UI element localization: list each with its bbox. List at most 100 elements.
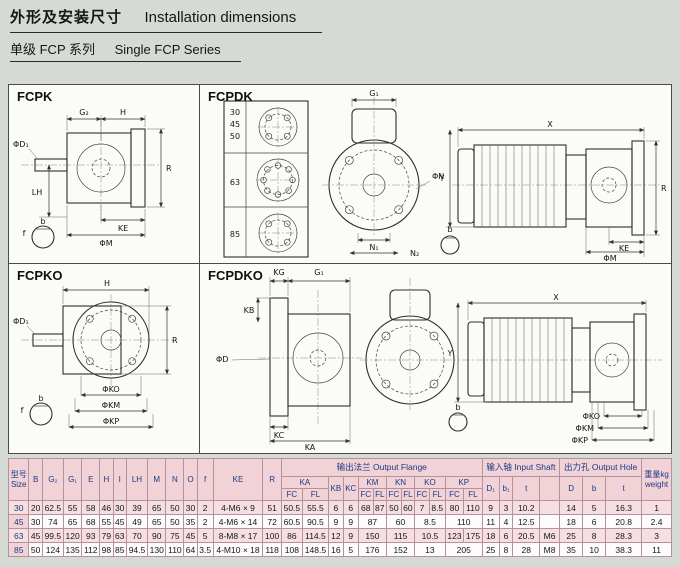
series-subtitle: 单级 FCP 系列 Single FCP Series (10, 39, 241, 62)
col-header-fl: FL (428, 488, 446, 501)
table-cell: 2 (196, 500, 214, 515)
table-cell: 25 (481, 542, 500, 557)
col-header-fl: FL (372, 488, 387, 501)
fcpko-dim-kp: ΦKP (103, 417, 120, 426)
table-cell: 94.5 (125, 542, 148, 557)
table-cell: 55 (62, 500, 83, 515)
table-cell: 35 (559, 542, 584, 557)
table-cell: 2.4 (641, 514, 672, 529)
table-cell: 50 (165, 514, 185, 529)
col-header-d1: D₁ (481, 476, 500, 501)
fcpko-dim-r: R (172, 336, 178, 345)
table-cell: 50 (165, 500, 185, 515)
col-group-input-shaft: 输入轴 Input Shaft (481, 458, 561, 477)
panel-fcpk: FCPK G₂ H R (8, 84, 200, 264)
col-header-ko: KO (414, 476, 446, 489)
col-header-size: 型号 Size (7, 458, 30, 501)
col-header-r: R (262, 458, 282, 501)
table-cell: 20.5 (512, 528, 540, 543)
page-title: 外形及安装尺寸 Installation dimensions (10, 6, 323, 33)
fcpdk-dim-g1: G₁ (369, 89, 378, 98)
table-cell: 13 (414, 542, 446, 557)
col-header-b: b (582, 476, 607, 501)
panel-fcpdk-title: FCPDK (208, 89, 253, 104)
table-cell: 110 (165, 542, 185, 557)
table-cell: 45 (28, 528, 43, 543)
fcpdko-dim-km: ΦKM (576, 424, 595, 433)
table-cell: 115 (385, 528, 416, 543)
col-header-t: t (512, 476, 540, 501)
table-cell: 110 (463, 500, 483, 515)
table-cell: 68 (81, 514, 101, 529)
flange-option-63: 63 (230, 178, 240, 187)
col-header: B (28, 458, 43, 501)
col-header-fc: FC (357, 488, 374, 501)
table-cell: 60 (400, 500, 416, 515)
table-cell: 30 (112, 500, 127, 515)
table-cell: 3 (498, 500, 514, 515)
table-cell: 6 (327, 500, 344, 515)
table-cell: 16 (327, 542, 344, 557)
table-cell: 1 (641, 500, 672, 515)
table-cell: 87 (357, 514, 387, 529)
table-cell: 130 (146, 542, 167, 557)
table-cell: 28 (512, 542, 540, 557)
table-cell: 150 (357, 528, 387, 543)
table-cell: 93 (81, 528, 101, 543)
col-group-output-flange: 输出法兰 Output Flange (280, 458, 483, 477)
fcpko-dim-km: ΦKM (102, 401, 121, 410)
fcpdko-dim-b: b (455, 403, 460, 412)
col-header: I (112, 458, 127, 501)
fcpk-dim-f: f (23, 229, 26, 238)
col-header: LH (125, 458, 148, 501)
table-cell: 9 (342, 528, 359, 543)
table-cell (538, 500, 561, 515)
flange-option-45: 45 (230, 120, 240, 129)
col-header-ke: KE (212, 458, 264, 501)
table-cell (538, 514, 561, 529)
table-cell: 3.5 (196, 542, 214, 557)
table-cell: 64 (183, 542, 198, 557)
table-cell: 85 (112, 542, 127, 557)
flange-option-50: 50 (230, 132, 240, 141)
table-cell: 5 (582, 500, 607, 515)
table-cell: 4 (498, 514, 514, 529)
table-cell: 74 (41, 514, 64, 529)
table-cell: 175 (463, 528, 483, 543)
col-header-kp: KP (444, 476, 483, 489)
table-cell: 18 (559, 514, 584, 529)
fcpdko-dim-kg: KG (273, 268, 284, 277)
table-cell: 8.5 (428, 500, 446, 515)
table-cell: M6 (538, 528, 561, 543)
fcpko-drawing: H ΦD₁ R ΦKO ΦKM ΦKP b f (13, 279, 178, 429)
table-cell: 55 (99, 514, 114, 529)
fcpk-drawing: G₂ H R LH KE ΦM ΦD₁ b f (13, 108, 172, 249)
col-group-output-hole: 出力孔 Output Hole (559, 458, 643, 477)
table-cell: 148.5 (301, 542, 329, 557)
series-subtitle-en: Single FCP Series (114, 42, 221, 57)
table-cell: M8 (538, 542, 561, 557)
table-cell: 11 (481, 514, 500, 529)
table-cell: 50.5 (280, 500, 303, 515)
fcpdk-dim-n2: N₂ (410, 249, 419, 258)
table-cell: 10.2 (512, 500, 540, 515)
fcpko-dim-ko: ΦKO (102, 385, 119, 394)
series-subtitle-cn: 单级 FCP 系列 (10, 42, 95, 57)
table-cell: 50 (28, 542, 43, 557)
col-header-ka: KA (280, 476, 329, 489)
fcpdko-dim-ka: KA (305, 443, 316, 452)
col-header-fc: FC (414, 488, 430, 501)
fcpdk-dim-n1: N₁ (369, 243, 378, 252)
col-header-thread (538, 476, 561, 501)
table-cell: 8 (582, 528, 607, 543)
table-cell: 25 (559, 528, 584, 543)
row-size-cell: 45 (7, 514, 30, 529)
table-cell: 124 (41, 542, 64, 557)
table-cell: 6 (342, 500, 359, 515)
table-cell: 9 (342, 514, 359, 529)
col-header: G₁ (62, 458, 83, 501)
col-header-fc: FC (385, 488, 402, 501)
dimension-table: 型号 Size B G₂ G₁ E H I LH M N O f KE R 输出… (7, 458, 672, 557)
table-cell: 99.5 (41, 528, 64, 543)
